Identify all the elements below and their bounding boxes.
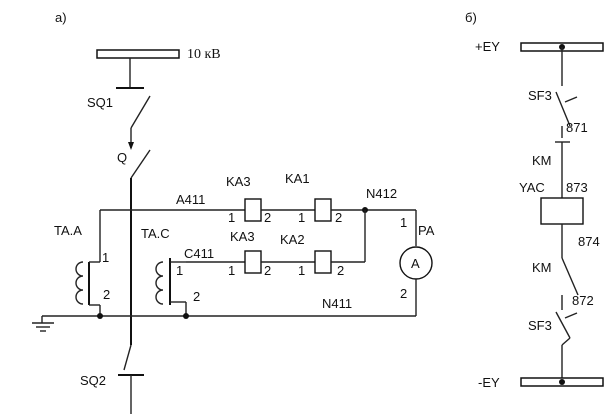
relay-ka1 — [314, 198, 332, 222]
pa-t2: 2 — [400, 286, 407, 301]
ka3-bottom-t2: 2 — [264, 263, 271, 278]
relay-ka2 — [314, 250, 332, 274]
main-switch-q — [123, 149, 151, 371]
node-ta-a-neutral — [97, 313, 103, 319]
ka2-t2: 2 — [337, 263, 344, 278]
sq1-label: SQ1 — [87, 95, 113, 110]
ta-a-terminal-1: 1 — [102, 250, 109, 265]
ka3-bottom-label: KA3 — [230, 229, 255, 244]
km-bottom-label: KM — [532, 260, 552, 275]
breaker-sf3-top — [555, 91, 578, 138]
current-transformer-ta-a — [75, 210, 101, 306]
plus-ey-label: +EY — [475, 39, 500, 54]
a411-label: A411 — [176, 192, 205, 207]
panel-b-label: б) — [465, 10, 477, 25]
pa-t1: 1 — [400, 215, 407, 230]
sf3-bottom-label: SF3 — [528, 318, 552, 333]
earthing-switch-sq1 — [116, 58, 151, 150]
node-874-label: 874 — [578, 234, 600, 249]
panel-a-label: а) — [55, 10, 67, 25]
ta-c-terminal-2: 2 — [193, 289, 200, 304]
breaker-sf3-bottom — [555, 311, 578, 382]
contact-km-bottom — [561, 257, 579, 310]
q-label: Q — [117, 150, 127, 165]
relay-ka3-top — [244, 198, 262, 222]
current-transformer-ta-c — [155, 258, 186, 305]
ka3-bottom-t1: 1 — [228, 263, 235, 278]
c411-label: C411 — [184, 246, 214, 261]
ka1-t2: 2 — [335, 210, 342, 225]
node-873-label: 873 — [566, 180, 588, 195]
coil-yac — [540, 197, 584, 225]
busbar-voltage-label: 10 кВ — [187, 47, 221, 62]
busbar-10kv — [96, 49, 180, 59]
ka2-label: KA2 — [280, 232, 305, 247]
sf3-top-label: SF3 — [528, 88, 552, 103]
ta-c-terminal-1: 1 — [176, 263, 183, 278]
ka3-top-label: KA3 — [226, 174, 251, 189]
ka2-t1: 1 — [298, 263, 305, 278]
ammeter-symbol: A — [411, 256, 420, 271]
sq2-label: SQ2 — [80, 373, 106, 388]
ammeter-label: PA — [418, 223, 435, 238]
node-ta-c-neutral — [183, 313, 189, 319]
ground-symbol — [32, 315, 100, 332]
ta-a-label: TA.A — [54, 223, 82, 238]
n411-label: N411 — [322, 296, 352, 311]
yac-label: YAC — [519, 180, 545, 195]
earthing-switch-sq2 — [118, 374, 144, 414]
node-871-label: 871 — [566, 120, 588, 135]
relay-ka3-bottom — [244, 250, 262, 274]
node-872-label: 872 — [572, 293, 594, 308]
km-top-label: KM — [532, 153, 552, 168]
n412-label: N412 — [366, 186, 397, 201]
ka3-top-t2: 2 — [264, 210, 271, 225]
ta-c-label: TA.C — [141, 226, 170, 241]
contact-km-top — [555, 141, 570, 198]
ta-a-terminal-2: 2 — [103, 287, 110, 302]
ka1-label: KA1 — [285, 171, 310, 186]
ka1-t1: 1 — [298, 210, 305, 225]
ka3-top-t1: 1 — [228, 210, 235, 225]
minus-ey-label: -EY — [478, 375, 500, 390]
